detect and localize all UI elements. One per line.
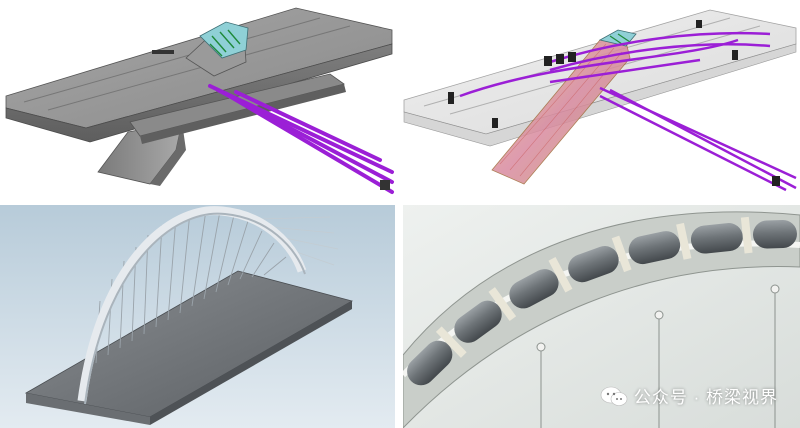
wechat-icon bbox=[600, 386, 628, 406]
watermark-text: 公众号 · 桥梁视界 bbox=[633, 388, 778, 407]
cap-beam-transparent-render bbox=[400, 0, 800, 200]
arch-bridge-render bbox=[0, 205, 395, 428]
watermark: 公众号 · 桥梁视界 bbox=[600, 383, 778, 408]
arch-box-section-closeup bbox=[403, 205, 800, 428]
cap-beam-solid-render bbox=[0, 0, 396, 200]
